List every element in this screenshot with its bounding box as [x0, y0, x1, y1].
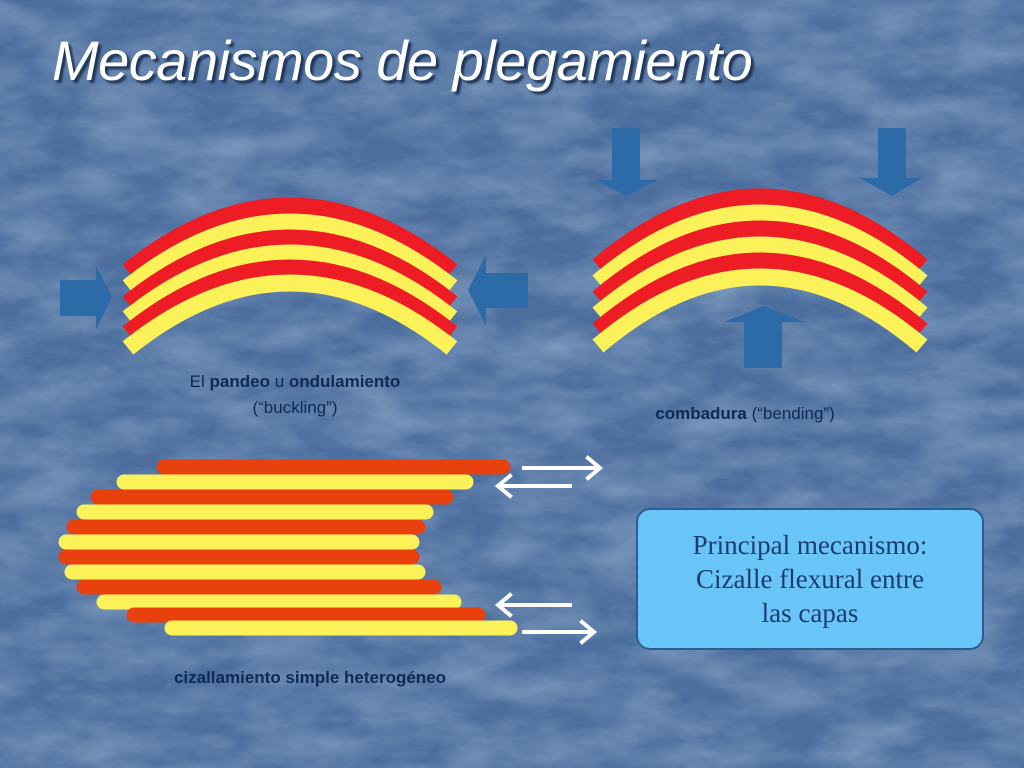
buckling-layer-red — [122, 229, 458, 310]
buckling-layer-yellow — [122, 244, 458, 325]
caption-text: (“bending”) — [746, 404, 835, 423]
caption-term-combadura: combadura — [655, 404, 747, 423]
bending-layer-red — [592, 252, 928, 337]
callout-line: las capas — [761, 598, 859, 628]
arrow-down-icon — [860, 128, 922, 196]
caption-term-cizallamiento: cizallamiento simple heterogéneo — [173, 668, 447, 687]
bending-layer-yellow — [592, 268, 928, 353]
buckling-layer-yellow — [122, 213, 458, 294]
callout-line: Cizalle flexural entre — [696, 564, 924, 594]
arrow-right-icon — [60, 266, 112, 330]
caption-term-ondulamiento: ondulamiento — [288, 372, 401, 391]
callout-text: Principal mecanismo: Cizalle flexural en… — [693, 528, 928, 630]
arrow-left-icon — [494, 473, 572, 499]
slide-title: Mecanismos de plegamiento — [52, 29, 753, 92]
caption-term-pandeo: pandeo — [209, 372, 270, 391]
buckling-caption-line1: El pandeo u ondulamiento — [130, 369, 460, 395]
caption-text: El — [189, 372, 210, 391]
buckling-layer-yellow — [122, 274, 458, 355]
bending-layer-red — [592, 220, 928, 305]
arrow-left-icon — [494, 592, 572, 618]
buckling-caption: El pandeo u ondulamiento (“buckling”) — [130, 369, 460, 421]
bending-layer-red — [592, 188, 928, 273]
arrow-up-icon — [724, 306, 804, 368]
shear-caption: cizallamiento simple heterogéneo — [100, 666, 520, 690]
buckling-layer-red — [122, 259, 458, 340]
buckling-caption-line2: (“buckling”) — [252, 398, 338, 417]
bending-layer-yellow — [592, 204, 928, 289]
arrow-right-icon — [522, 455, 604, 481]
arrow-down-icon — [596, 128, 658, 196]
bending-caption: combadura (“bending”) — [600, 402, 890, 426]
arrow-left-icon — [468, 255, 528, 326]
caption-text: u — [269, 372, 289, 391]
callout-line: Principal mecanismo: — [692, 530, 928, 560]
arrow-right-icon — [522, 619, 598, 645]
buckling-layer-red — [122, 197, 458, 278]
bending-layer-yellow — [592, 236, 928, 321]
callout-box: Principal mecanismo: Cizalle flexural en… — [636, 508, 984, 650]
